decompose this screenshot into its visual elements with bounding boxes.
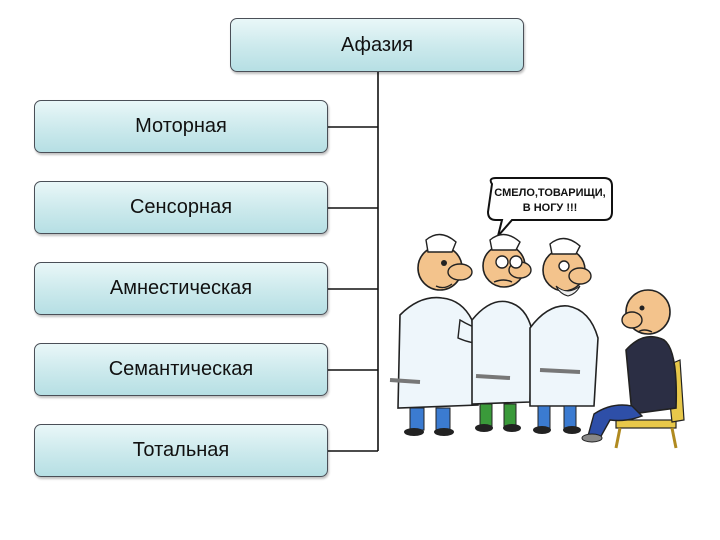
node-label: Моторная bbox=[135, 115, 227, 137]
node-label: Тотальная bbox=[132, 439, 230, 461]
speech-bubble: СМЕЛО,ТОВАРИЩИ, В НОГУ !!! bbox=[486, 177, 613, 237]
node-label: Сенсорная bbox=[129, 196, 233, 218]
node-semantic: Семантическая bbox=[34, 343, 328, 396]
node-total: Тотальная bbox=[34, 424, 328, 477]
doctor-middle bbox=[471, 233, 533, 432]
doctor-right bbox=[529, 237, 599, 434]
root-node-aphasia: Афазия bbox=[230, 18, 524, 72]
node-label: Семантическая bbox=[108, 358, 254, 380]
speech-text-line2: В НОГУ !!! bbox=[523, 202, 578, 214]
node-label: Амнестическая bbox=[109, 277, 253, 299]
patient-seated bbox=[581, 289, 685, 449]
cartoon-illustration: СМЕЛО,ТОВАРИЩИ, В НОГУ !!! bbox=[389, 177, 685, 449]
root-node-label: Афазия bbox=[340, 33, 414, 56]
speech-text-line1: СМЕЛО,ТОВАРИЩИ, bbox=[494, 187, 605, 199]
node-motor: Моторная bbox=[34, 100, 328, 153]
node-sensory: Сенсорная bbox=[34, 181, 328, 234]
node-amnestic: Амнестическая bbox=[34, 262, 328, 315]
